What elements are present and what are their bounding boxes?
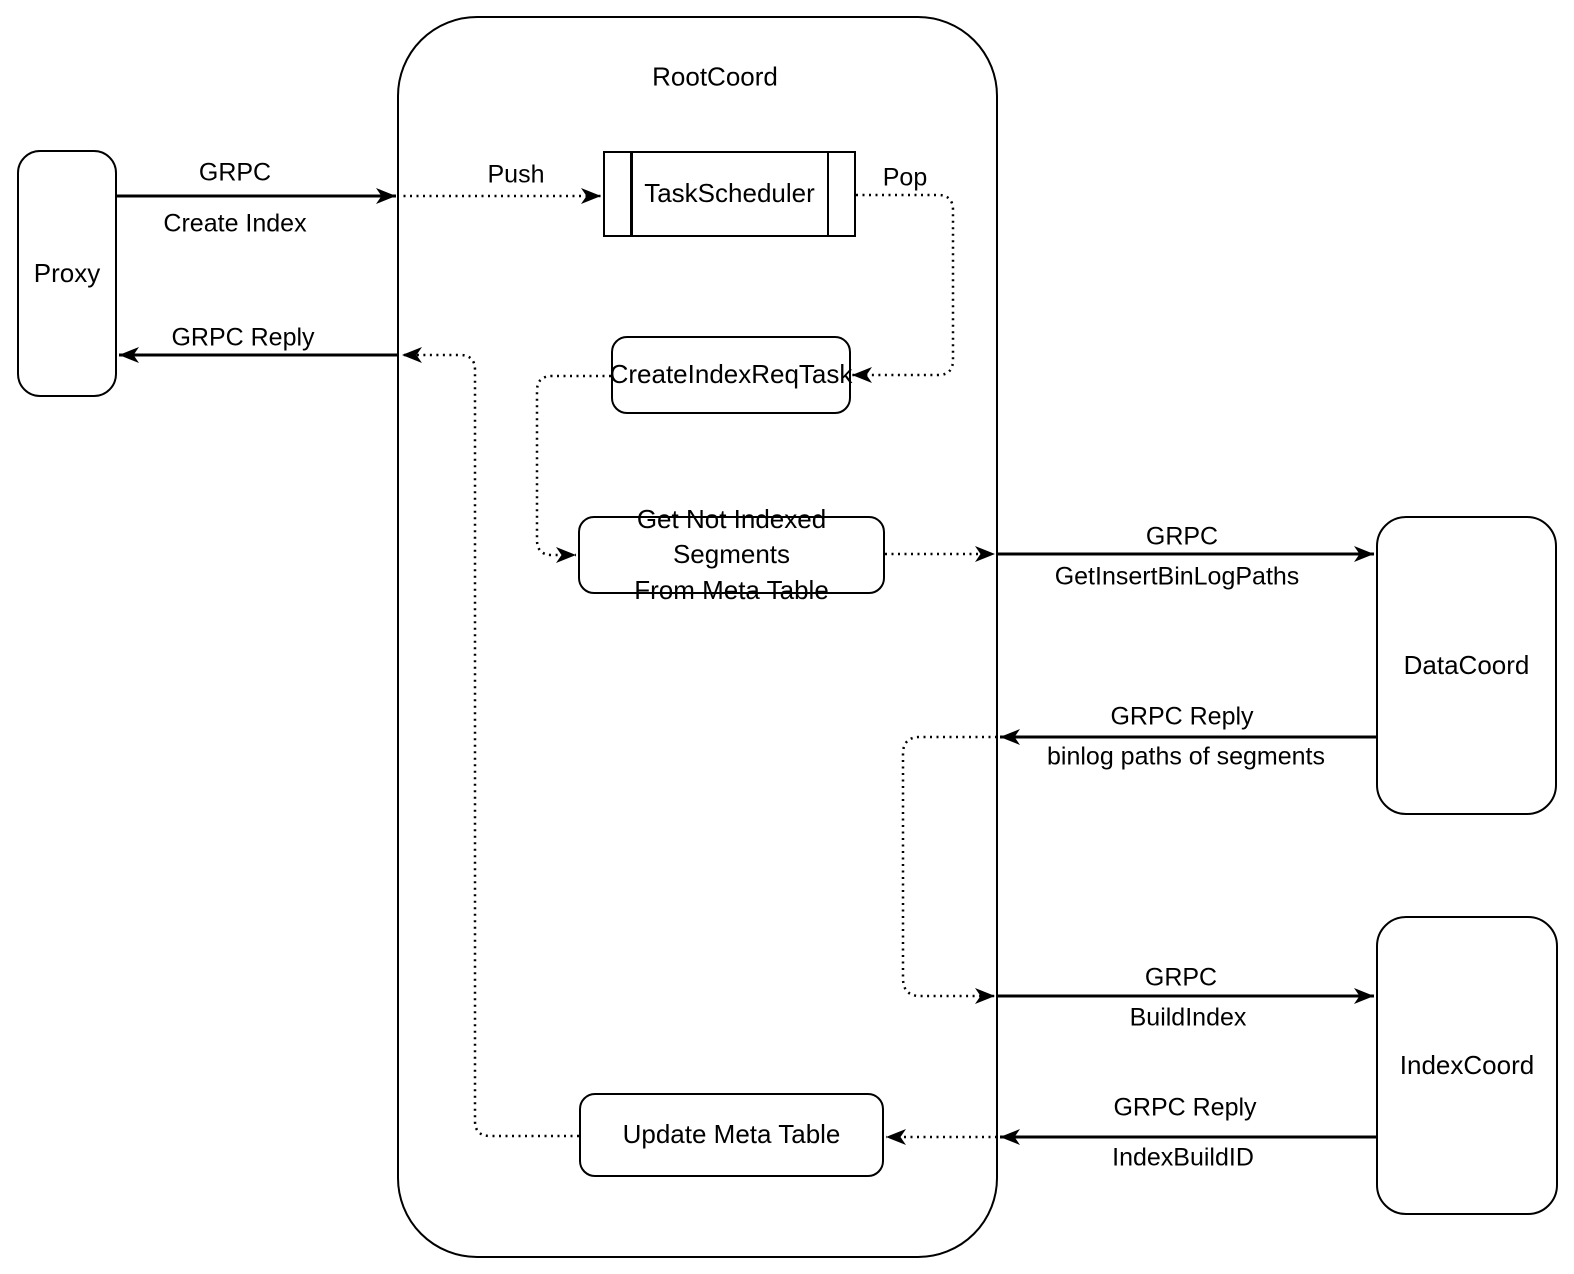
label-create-index-message: Create Index [163, 209, 307, 238]
label-pop: Pop [882, 163, 928, 192]
label-getinsertbinlogpaths-message: GetInsertBinLogPaths [1054, 562, 1300, 591]
edge-updatemeta-to-proxy-line [402, 347, 579, 1138]
node-get-not-indexed-segments-label: Get Not Indexed Segments From Meta Table [634, 504, 829, 605]
label-push: Push [487, 160, 545, 189]
node-data-coord-label: DataCoord [1403, 649, 1530, 680]
edge-pop-line [852, 193, 955, 383]
task-scheduler-left-bar [630, 153, 633, 235]
rootcoord-title: RootCoord [652, 61, 778, 92]
node-create-index-req-task-label: CreateIndexReqTask [609, 359, 853, 390]
label-create-index-protocol: GRPC [198, 158, 272, 187]
node-update-meta-table: Update Meta Table [579, 1093, 884, 1177]
node-index-coord-label: IndexCoord [1399, 1049, 1535, 1080]
label-buildindex-message: BuildIndex [1129, 1003, 1247, 1032]
node-create-index-req-task: CreateIndexReqTask [609, 336, 853, 414]
node-proxy-label: Proxy [33, 257, 101, 288]
label-reply-binlog-protocol: GRPC Reply [1110, 702, 1254, 731]
label-reply-indexbuildid-protocol: GRPC Reply [1113, 1093, 1257, 1122]
label-reply-binlog-message: binlog paths of segments [1047, 742, 1325, 771]
label-reply-indexbuildid-message: IndexBuildID [1112, 1143, 1254, 1172]
node-task-scheduler-label: TaskScheduler [644, 178, 815, 209]
node-index-coord: IndexCoord [1376, 916, 1558, 1215]
node-update-meta-table-label: Update Meta Table [622, 1119, 841, 1150]
edge-binlog-to-buildindex-line [901, 735, 997, 1004]
label-buildindex-protocol: GRPC [1144, 963, 1218, 992]
node-proxy: Proxy [17, 150, 117, 397]
label-getinsertbinlogpaths-protocol: GRPC [1145, 522, 1219, 551]
task-scheduler-right-bar [826, 153, 829, 235]
node-data-coord: DataCoord [1376, 516, 1557, 815]
label-grpc-reply-proxy: GRPC Reply [171, 323, 315, 352]
node-task-scheduler: TaskScheduler [603, 151, 856, 237]
node-get-not-indexed-segments: Get Not Indexed Segments From Meta Table [578, 504, 885, 605]
edge-create-to-segments-line [535, 374, 611, 563]
